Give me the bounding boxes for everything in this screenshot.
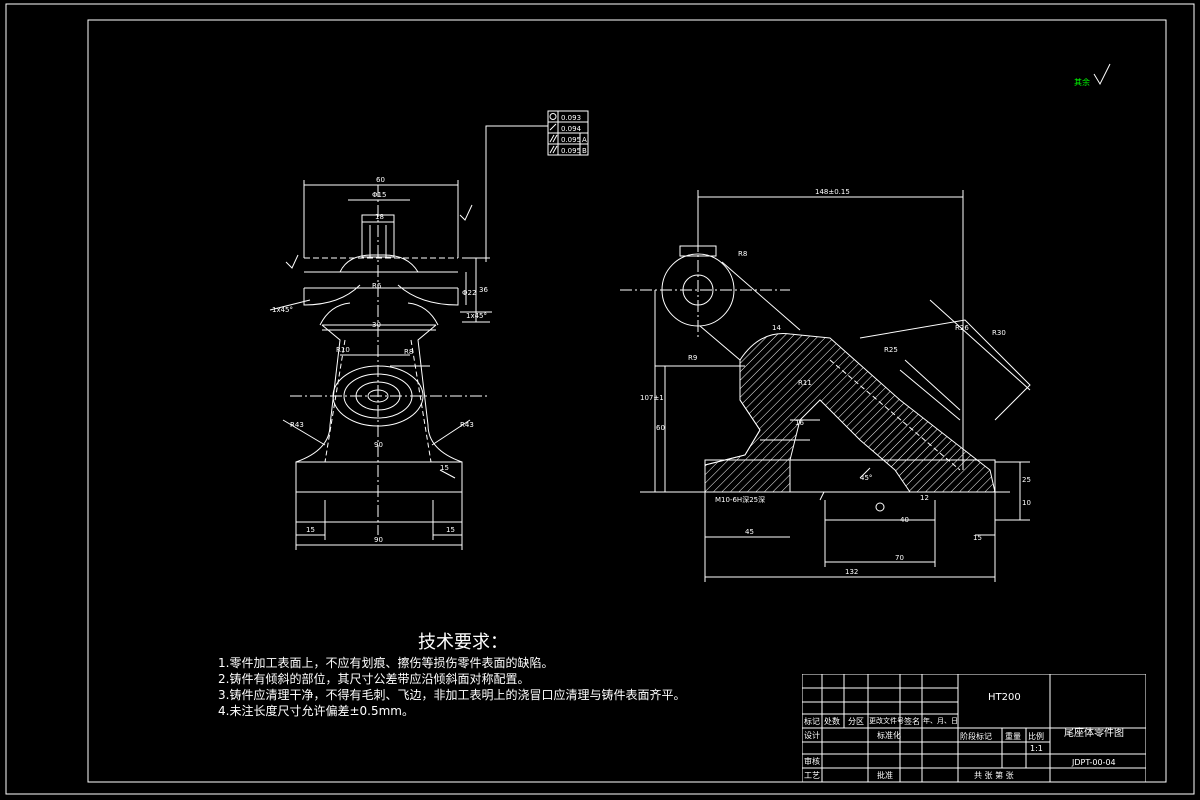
dim-70: 70 bbox=[895, 554, 904, 562]
parallel-icon-2 bbox=[549, 145, 558, 154]
dim-40: 40 bbox=[900, 516, 909, 524]
outer-frame bbox=[5, 3, 1195, 795]
dim-hole: R9 bbox=[688, 354, 697, 362]
dim-boss: R8 bbox=[738, 250, 747, 258]
dim-bottom-width: 90 bbox=[374, 536, 383, 544]
dim-h107: 107±1 bbox=[640, 394, 664, 402]
tolerance-frame: 0.093 0.094 0.095 A 0.095 B bbox=[485, 110, 589, 262]
left-view bbox=[269, 180, 492, 550]
dim-14: 14 bbox=[772, 324, 781, 332]
dim-thread: M10-6H深25深 bbox=[715, 495, 765, 504]
dim-r25: R25 bbox=[884, 346, 898, 354]
tech-item: 2.铸件有倾斜的部位，其尺寸公差带应沿倾斜面对称配置。 bbox=[218, 672, 530, 686]
svg-text:0.094: 0.094 bbox=[561, 125, 582, 133]
right-view-labels: 148±0.15 R8 R9 14 R25 R11 107±1 60 40 45… bbox=[640, 188, 1031, 576]
dim-right-step: 15 bbox=[446, 526, 455, 534]
dim-top-length: 148±0.15 bbox=[815, 188, 850, 196]
dim-upper-dia: Φ15 bbox=[372, 191, 386, 199]
left-view-labels: 60 Φ15 18 30 90 15 15 1x45° 1x45° R43 R4… bbox=[272, 176, 488, 544]
dim-height-b: 36 bbox=[479, 286, 488, 294]
dim-r10: R10 bbox=[336, 346, 350, 354]
dim-r30: R30 bbox=[992, 329, 1006, 337]
dim-16: 16 bbox=[795, 419, 804, 427]
dim-top-width: 60 bbox=[376, 176, 385, 184]
tech-item: 3.铸件应清理干净，不得有毛刺、飞边，非加工表明上的浇冒口应清理与铸件表面齐平。 bbox=[218, 688, 686, 702]
dim-15: 15 bbox=[973, 534, 982, 542]
dim-12: 12 bbox=[920, 494, 929, 502]
dim-slot: 18 bbox=[375, 213, 384, 221]
svg-text:0.093: 0.093 bbox=[561, 114, 581, 122]
circularity-icon bbox=[549, 113, 557, 120]
material: HT200 bbox=[988, 692, 1021, 703]
parallel-icon bbox=[549, 134, 558, 143]
flatness-icon bbox=[549, 123, 557, 131]
svg-text:0.095: 0.095 bbox=[561, 147, 581, 155]
tech-item: 4.未注长度尺寸允许偏差±0.5mm。 bbox=[218, 704, 414, 718]
roughness-symbol: 其余 bbox=[1074, 63, 1111, 87]
svg-text:A: A bbox=[582, 136, 587, 144]
dim-chamfer: 1x45° bbox=[272, 306, 293, 314]
roughness-label: 其余 bbox=[1074, 77, 1090, 87]
title-block: 标记 处数 分区 更改文件号 签名 年、月、日 设计 标准化 审核 工艺 批准 … bbox=[802, 674, 1146, 782]
dim-132: 132 bbox=[845, 568, 858, 576]
dim-chamfer2: 1x45° bbox=[466, 312, 487, 320]
dim-left-step: 15 bbox=[306, 526, 315, 534]
dim-10: 10 bbox=[1022, 499, 1031, 507]
tech-title: 技术要求： bbox=[418, 632, 508, 653]
drawing-number: JDPT-00-04 bbox=[1072, 758, 1116, 767]
svg-text:B: B bbox=[582, 147, 587, 155]
dim-ang45: 45° bbox=[860, 474, 872, 482]
dim-height-a: Φ22 bbox=[462, 289, 476, 297]
dim-r-mid: R6 bbox=[372, 282, 382, 290]
svg-text:0.095: 0.095 bbox=[561, 136, 581, 144]
dim-r11: R11 bbox=[798, 379, 812, 387]
svg-text:90: 90 bbox=[374, 441, 383, 449]
dim-45: 45 bbox=[745, 528, 754, 536]
dim-r8: R8 bbox=[404, 348, 413, 356]
dim-h60: 60 bbox=[656, 424, 665, 432]
tech-item: 1.零件加工表面上，不应有划痕、擦伤等损伤零件表面的缺陷。 bbox=[218, 656, 554, 670]
dim-r-left: R43 bbox=[290, 421, 304, 429]
dim-25: 25 bbox=[1022, 476, 1031, 484]
dim-ang: 15 bbox=[440, 464, 449, 472]
inner-frame bbox=[87, 19, 1167, 783]
part-name: 尾座体零件图 bbox=[1064, 728, 1124, 739]
dim-r26: R26 bbox=[955, 324, 969, 332]
dim-r-right: R43 bbox=[460, 421, 474, 429]
dim-mid-width: 30 bbox=[372, 321, 381, 329]
right-view bbox=[620, 190, 1031, 582]
